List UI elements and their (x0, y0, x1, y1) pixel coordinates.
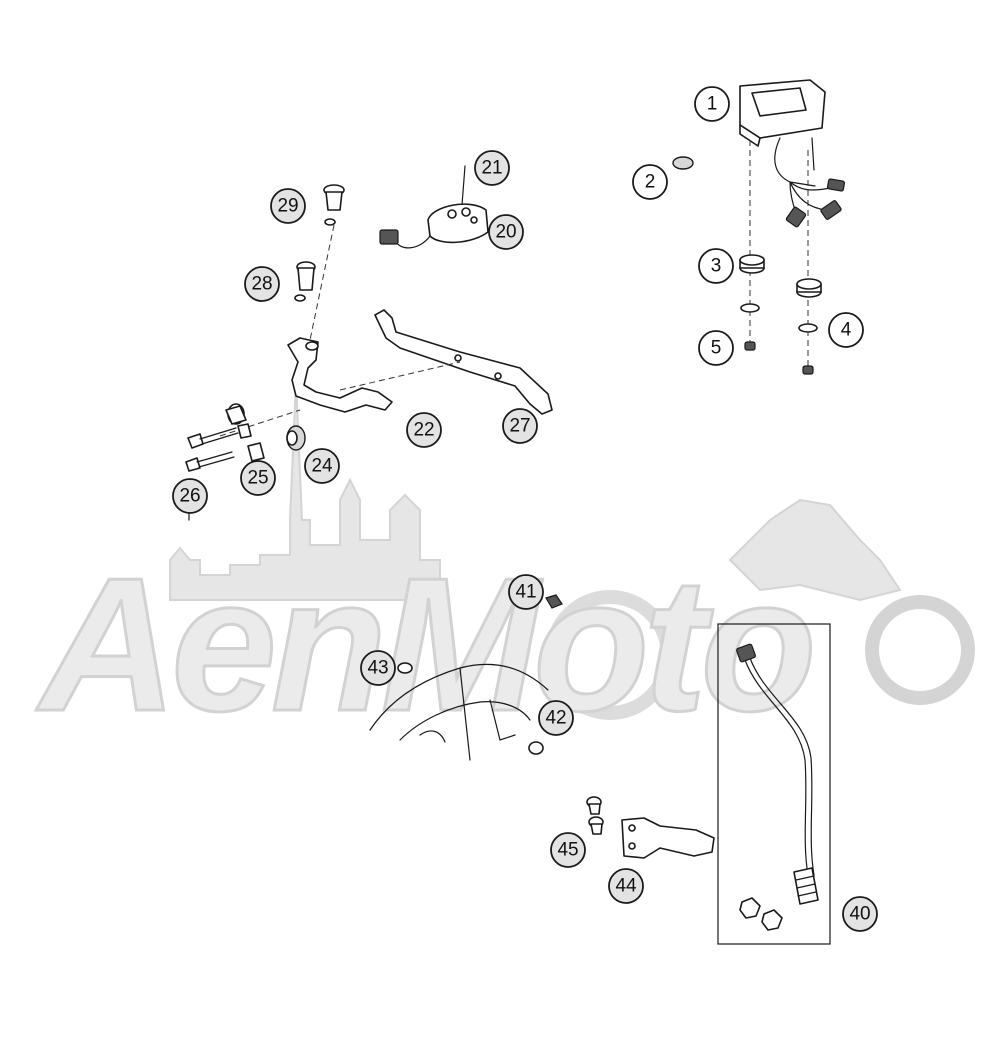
axis-27 (339, 361, 461, 391)
switch-bracket-group (185, 165, 553, 521)
callout-22: 22 (406, 412, 442, 448)
mount-bracket-outline (369, 663, 549, 761)
svg-text:40: 40 (849, 904, 870, 925)
callout-21: 21 (474, 150, 510, 186)
svg-text:28: 28 (251, 274, 272, 295)
sensor-nuts (739, 897, 783, 931)
svg-text:26: 26 (179, 486, 200, 507)
callout-3: 3 (698, 248, 734, 284)
svg-text:4: 4 (841, 320, 852, 341)
svg-text:42: 42 (545, 708, 566, 729)
svg-text:44: 44 (615, 876, 637, 897)
callout-45: 45 (550, 832, 586, 868)
axis-29 (309, 224, 335, 341)
svg-text:41: 41 (515, 582, 536, 603)
speedometer-unit (739, 79, 826, 187)
clip-43 (397, 662, 413, 674)
callout-4: 4 (828, 312, 864, 348)
svg-text:25: 25 (247, 468, 268, 489)
axis-24 (219, 409, 301, 437)
wiring-harness (785, 178, 846, 228)
sensor-cable (744, 659, 809, 876)
washer-right (798, 323, 818, 333)
spacer (237, 423, 252, 439)
bushing-25 (247, 442, 265, 462)
long-bolt (187, 427, 239, 449)
svg-text:27: 27 (509, 416, 530, 437)
damper-24 (286, 425, 306, 451)
sensor-group (586, 623, 831, 945)
nut-left (744, 341, 756, 351)
svg-text:24: 24 (311, 456, 333, 477)
crossbar-27 (374, 309, 553, 415)
short-bolt (185, 451, 235, 472)
switch-unit (379, 203, 489, 249)
callout-41: 41 (508, 574, 544, 610)
sensor-bracket-44 (621, 817, 715, 859)
sensor-kit-frame (717, 623, 831, 945)
callout-40: 40 (842, 896, 878, 932)
watermark: AenMoto (35, 379, 975, 753)
svg-text:5: 5 (711, 338, 722, 359)
washer-left (740, 303, 760, 313)
bolts-45 (586, 796, 604, 835)
clip-41 (545, 594, 563, 609)
callout-2: 2 (632, 164, 668, 200)
bolt-28 (294, 261, 316, 302)
instrument-cluster-group (672, 79, 846, 375)
nut-42 (528, 741, 544, 755)
damper-upper (225, 403, 247, 425)
grommet-right (796, 278, 822, 298)
cap-part (672, 156, 694, 170)
svg-text:2: 2 (645, 172, 656, 193)
watermark-skyline (169, 379, 441, 601)
watermark-motorcycle (545, 498, 975, 720)
svg-text:20: 20 (495, 222, 516, 243)
callout-labels: 1 2 3 4 5 20 21 22 24 25 26 27 28 29 40 … (172, 86, 878, 932)
mount-group (369, 594, 563, 761)
callout-42: 42 (538, 700, 574, 736)
svg-text:21: 21 (481, 158, 502, 179)
svg-text:43: 43 (367, 658, 388, 679)
svg-text:22: 22 (413, 420, 434, 441)
callout-29: 29 (270, 188, 306, 224)
sensor-connector (736, 643, 756, 663)
nut-right (802, 365, 814, 375)
callout-44: 44 (608, 868, 644, 904)
callout-5: 5 (698, 330, 734, 366)
svg-text:29: 29 (277, 196, 298, 217)
callout-20: 20 (488, 214, 524, 250)
svg-text:45: 45 (557, 840, 578, 861)
callout-24: 24 (304, 448, 340, 484)
watermark-text: AenMoto (36, 539, 811, 751)
screw-21 (461, 165, 466, 206)
bolt-29 (323, 184, 345, 226)
svg-text:1: 1 (707, 94, 718, 115)
bracket-22 (287, 337, 393, 413)
callout-43: 43 (360, 650, 396, 686)
svg-text:3: 3 (711, 256, 722, 277)
grommet-left (739, 254, 765, 274)
callout-1: 1 (694, 86, 730, 122)
callout-26: 26 (172, 478, 208, 514)
callout-28: 28 (244, 266, 280, 302)
callout-27: 27 (502, 408, 538, 444)
callout-25: 25 (240, 460, 276, 496)
